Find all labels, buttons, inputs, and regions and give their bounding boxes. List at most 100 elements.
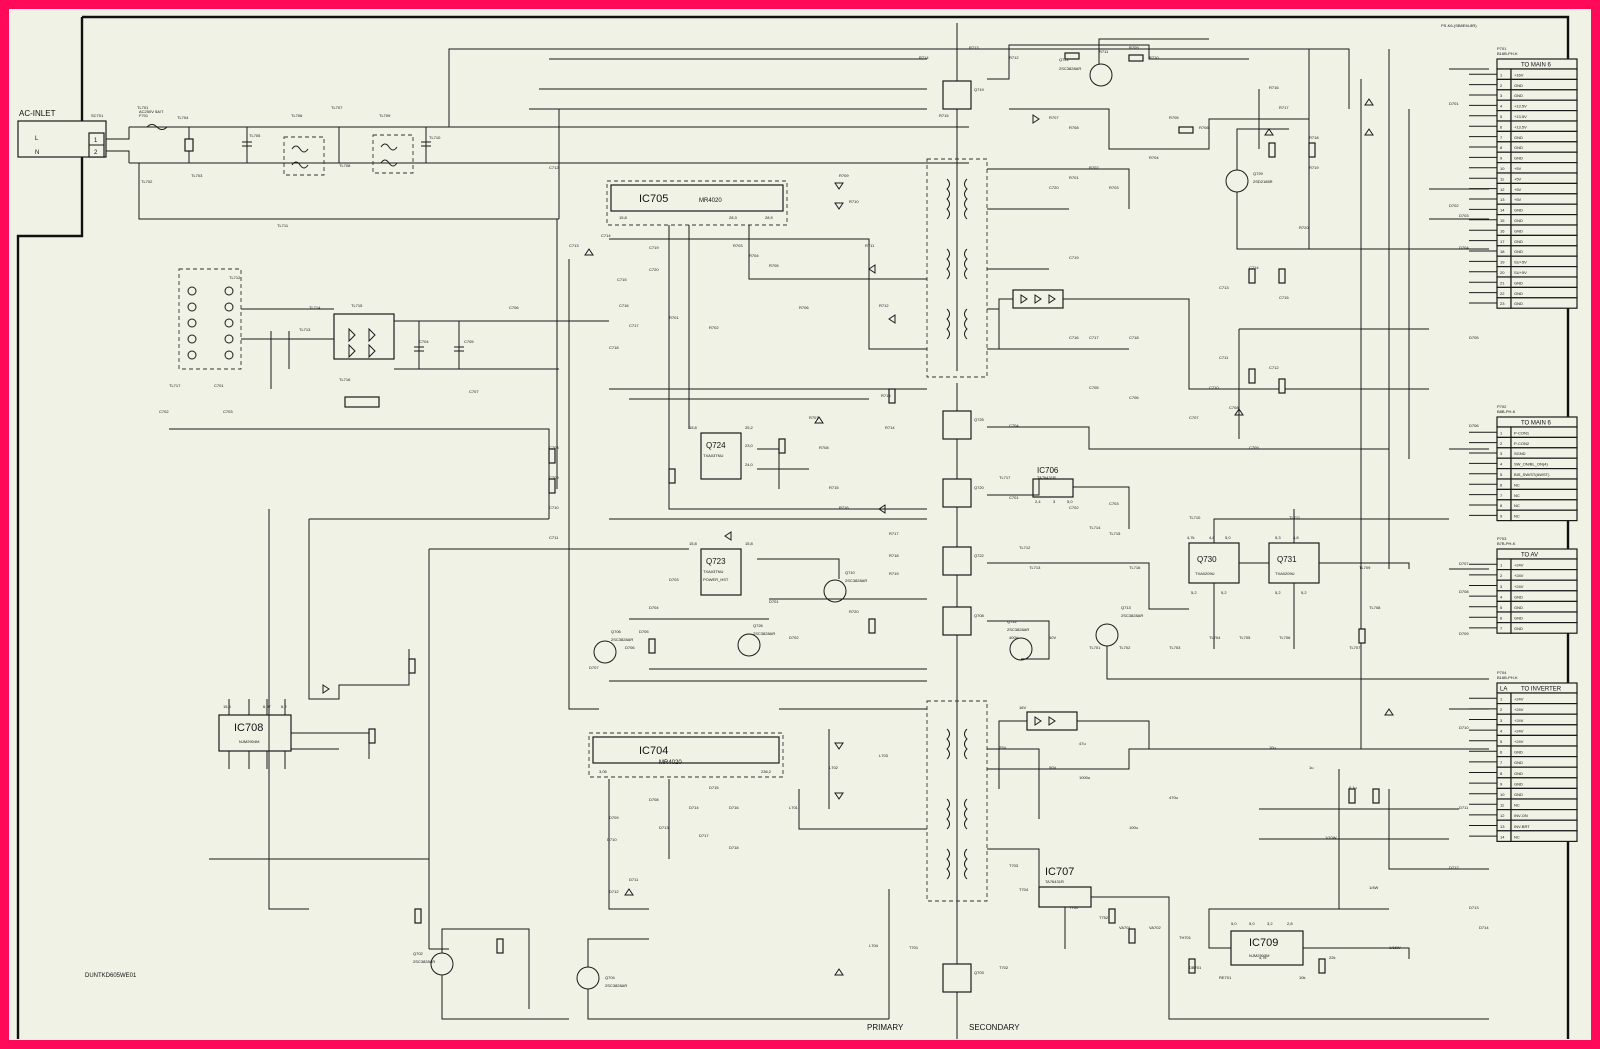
component-ref-label: R707	[1049, 115, 1059, 120]
component-ref-label: TL712	[1019, 545, 1031, 550]
component-ref-label: 10u	[1269, 745, 1276, 750]
component-ref-label: D710	[1459, 725, 1469, 730]
component-ref-label: DB701	[1189, 965, 1202, 970]
connector-signal: +24V	[1514, 584, 1524, 589]
component-ref-label: C704	[1009, 423, 1019, 428]
svg-text:Q710: Q710	[845, 570, 856, 575]
connector-pin: 2	[1500, 441, 1503, 446]
svg-text:2SC3828AR: 2SC3828AR	[413, 959, 435, 964]
component-ref-label: D717	[699, 833, 709, 838]
q704-symbol	[576, 966, 600, 990]
connector-signal: GND	[1514, 616, 1523, 621]
component-ref-label: C719	[649, 245, 659, 250]
component-ref-label: C713	[569, 243, 579, 248]
thermistor	[344, 396, 380, 408]
component-ref-label: R715	[829, 485, 839, 490]
connector-signal: GND	[1514, 239, 1523, 244]
connector-label: TO MAIN 6	[1521, 63, 1552, 69]
svg-text:2,8: 2,8	[1287, 921, 1293, 926]
component-ref-label: D715	[709, 785, 719, 790]
component-ref-label: D704	[1459, 245, 1469, 250]
connector-pin: 7	[1500, 760, 1503, 765]
component-ref-label: R709	[839, 173, 849, 178]
component-ref-label: 470u	[1169, 795, 1178, 800]
connector-pin: 14	[1500, 834, 1505, 839]
component-ref-label: C706	[509, 305, 519, 310]
component-ref-label: R718	[1309, 135, 1319, 140]
discrete-transistors: Q721 2SC3828AR Q729 2SD2185R Q710 2SC382…	[413, 57, 1273, 990]
component-ref-label: TL701	[1089, 645, 1101, 650]
svg-text:Q722: Q722	[974, 553, 985, 558]
line-filter-1	[283, 136, 325, 176]
q731-ref: Q731	[1277, 555, 1297, 564]
svg-text:Q706: Q706	[611, 629, 622, 634]
ac-inlet-label: AC-INLET	[19, 109, 56, 118]
q723-pin-b: 15,8	[745, 541, 754, 546]
svg-text:2SD2185R: 2SD2185R	[1253, 179, 1273, 184]
svg-text:5,2: 5,2	[1301, 590, 1307, 595]
q730-body	[1188, 542, 1240, 584]
connector-pin: 10	[1500, 166, 1505, 171]
component-ref-label: C720	[1049, 185, 1059, 190]
component-ref-label: 1/10W	[1325, 835, 1337, 840]
component-ref-label: D701	[769, 599, 779, 604]
component-ref-label: C702	[1069, 505, 1079, 510]
connector-pin: 4	[1500, 728, 1503, 733]
ic704-body	[592, 736, 780, 764]
connector-signal: INV-ON	[1514, 813, 1528, 818]
connector-signal: SU+5V	[1514, 260, 1527, 265]
q724-pin-a: 15,8	[689, 425, 698, 430]
ic705-part: MR4020	[699, 198, 722, 204]
component-ref-label: T751	[1069, 905, 1079, 910]
frame-outline	[16, 15, 1570, 1039]
svg-text:2,4: 2,4	[1035, 499, 1041, 504]
schematic-sheet: PS-K6-(SB8EM-8R) AC-INLET 1 2 L N SC701 …	[9, 9, 1591, 1040]
ic704-pin-b: 236,2	[761, 769, 772, 774]
component-ref-label: R718	[889, 553, 899, 558]
fuse-ref: F701	[139, 113, 149, 118]
svg-text:Q704: Q704	[605, 975, 616, 980]
connector-pin: 12	[1500, 187, 1505, 192]
connector-pin: 13	[1500, 824, 1505, 829]
ac-line-l: L	[35, 136, 39, 142]
component-ref-label: C717	[629, 323, 639, 328]
ic707-part: TA76431R	[1045, 879, 1064, 884]
component-ref-label: TL712	[229, 275, 241, 280]
wiring	[169, 38, 1489, 1020]
connector-pin: 9	[1500, 514, 1503, 519]
component-ref-label: D703	[1459, 213, 1469, 218]
component-ref-label: C711	[549, 535, 559, 540]
component-ref-label: R715	[939, 113, 949, 118]
connector-part: B7B-PH-K	[1497, 541, 1516, 546]
connector-signal: +24V	[1514, 718, 1524, 723]
ac-inlet-ref: SC701	[91, 113, 104, 118]
component-ref-label: D705	[639, 629, 649, 634]
component-ref-label: TL704	[1209, 635, 1221, 640]
ic708-block: IC708 NJM2904M 15,8 6,97 6,2	[218, 699, 292, 769]
connector-part: B16B-PH-K	[1497, 51, 1518, 56]
component-ref-label: 10k	[1299, 975, 1305, 980]
connector-pin: 13	[1500, 197, 1505, 202]
connector-signal: GND	[1514, 792, 1523, 797]
connector-pin: 10	[1500, 792, 1505, 797]
component-ref-label: C710	[1209, 385, 1219, 390]
component-ref-label: L703	[879, 753, 889, 758]
component-ref-label: D701	[1449, 101, 1459, 106]
svg-text:5,2: 5,2	[1275, 590, 1281, 595]
power-supply-schematic: PS-K6-(SB8EM-8R) AC-INLET 1 2 L N SC701 …	[16, 15, 1578, 1039]
svg-text:5,0: 5,0	[1231, 921, 1237, 926]
svg-text:Q720: Q720	[974, 485, 985, 490]
component-ref-label: R709	[1129, 45, 1139, 50]
q724-block: Q724 TXA03TNU 15,8 25,2 23,0 24,0	[689, 425, 754, 480]
component-ref-label: R713	[969, 45, 979, 50]
connector-pin: 1	[1500, 563, 1503, 568]
connector-pin: 5	[1500, 605, 1503, 610]
component-ref-label: TL704	[177, 115, 189, 120]
connector-signal-cell	[1510, 488, 1578, 501]
component-ref-label: R704	[749, 253, 759, 258]
component-ref-label: TL715	[351, 303, 363, 308]
connector-signal: GND	[1514, 626, 1523, 631]
q710-symbol	[823, 579, 847, 603]
q706-symbol	[593, 640, 617, 664]
component-ref-label: R701	[1069, 175, 1079, 180]
